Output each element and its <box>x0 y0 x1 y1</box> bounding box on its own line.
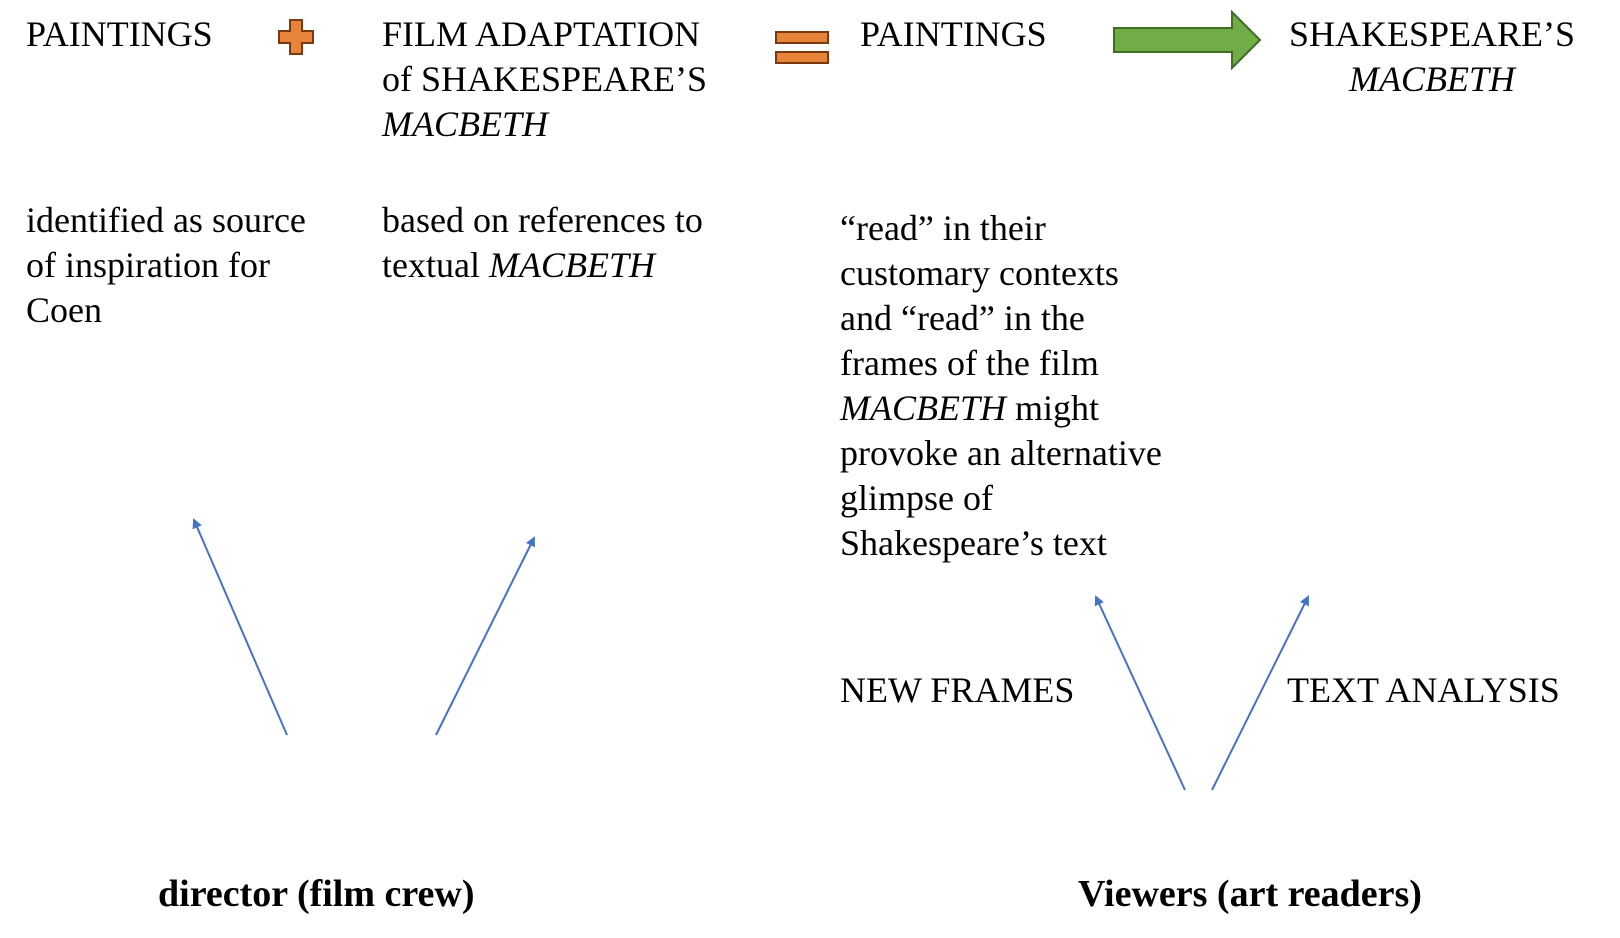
plus-icon <box>278 19 314 55</box>
inspiration-line-3: Coen <box>26 290 102 330</box>
references-line-2-prefix: textual <box>382 245 489 285</box>
read-line-5-suffix: might <box>1006 388 1100 428</box>
read-line-8: Shakespeare’s text <box>840 523 1107 563</box>
paintings-right-label: PAINTINGS <box>860 14 1047 54</box>
inspiration-description: identified as source of inspiration for … <box>26 198 306 333</box>
read-line-1: “read” in their <box>840 208 1046 248</box>
read-line-3: and “read” in the <box>840 298 1085 338</box>
references-description: based on references to textual MACBETH <box>382 198 703 288</box>
inspiration-line-1: identified as source <box>26 200 306 240</box>
shakespeares-macbeth-label: SHAKESPEARE’S MACBETH <box>1272 12 1592 102</box>
shakespeares-macbeth-line-2: MACBETH <box>1349 59 1515 99</box>
read-line-4: frames of the film <box>840 343 1099 383</box>
viewers-label: Viewers (art readers) <box>1078 873 1422 915</box>
pointer-arrow-viewers-to-read <box>1094 595 1186 791</box>
paintings-left-label: PAINTINGS <box>26 14 213 54</box>
read-line-5-italic: MACBETH <box>840 388 1006 428</box>
inspiration-line-2: of inspiration for <box>26 245 270 285</box>
references-line-1: based on references to <box>382 200 703 240</box>
text-analysis-label: TEXT ANALYSIS <box>1287 670 1560 710</box>
read-line-6: provoke an alternative <box>840 433 1162 473</box>
pointer-arrow-viewers-to-analysis <box>1211 595 1309 791</box>
film-adaptation-line-1: FILM ADAPTATION <box>382 14 701 54</box>
film-adaptation-label: FILM ADAPTATION of SHAKESPEARE’S MACBETH <box>382 12 707 147</box>
new-frames-label: NEW FRAMES <box>840 670 1075 710</box>
pointer-arrow-director-to-inspiration <box>192 518 288 736</box>
shakespeares-macbeth-line-1: SHAKESPEARE’S <box>1288 14 1576 54</box>
right-arrow-icon <box>1113 9 1262 71</box>
read-line-2: customary contexts <box>840 253 1119 293</box>
pointer-arrow-director-to-references <box>435 536 535 736</box>
film-adaptation-line-2: of SHAKESPEARE’S <box>382 59 708 99</box>
equals-icon <box>775 31 829 64</box>
references-line-2-italic: MACBETH <box>488 245 655 285</box>
read-description: “read” in their customary contexts and “… <box>840 206 1162 566</box>
read-line-7: glimpse of <box>840 478 993 518</box>
film-adaptation-line-3: MACBETH <box>382 104 548 144</box>
director-label: director (film crew) <box>158 873 475 915</box>
